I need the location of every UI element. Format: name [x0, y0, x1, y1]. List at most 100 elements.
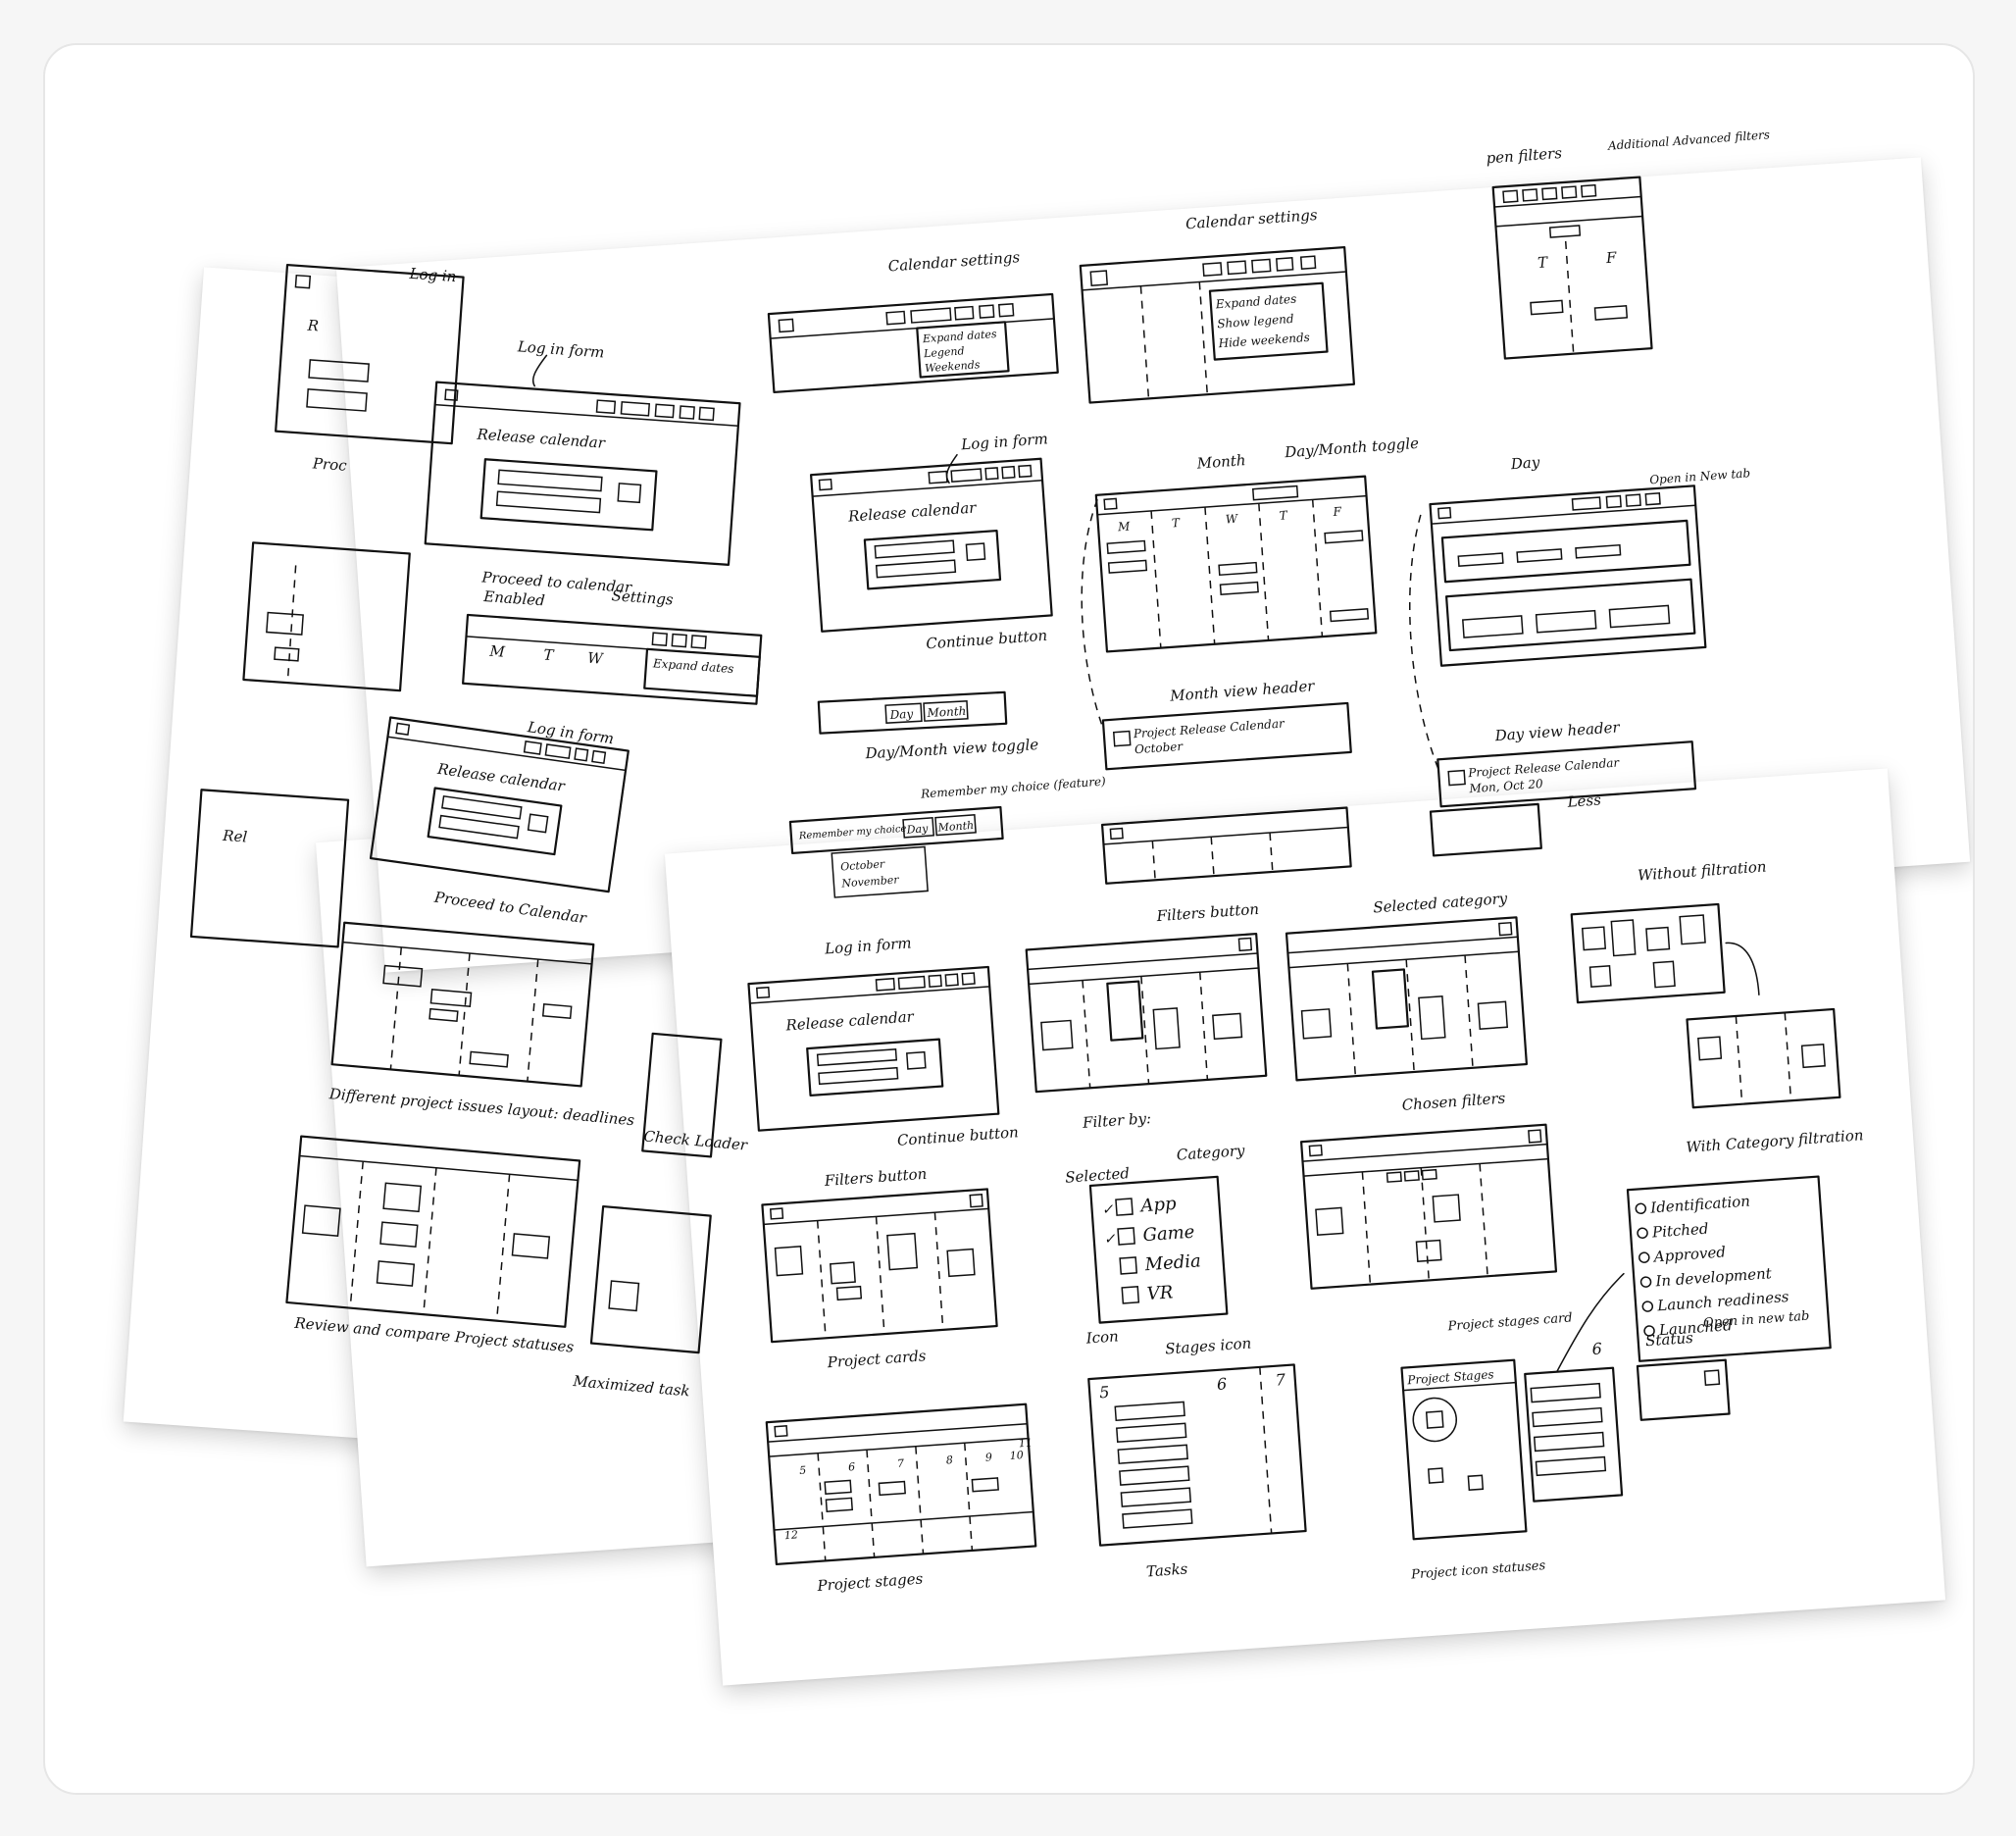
note-settings: Settings — [611, 586, 674, 608]
remember-day[interactable]: Day — [905, 822, 929, 837]
login-b-title: Release calendar — [847, 498, 978, 525]
check-loader-caption: Check Loader — [643, 1127, 749, 1153]
sketch-day-header: Day view header Project Release Calendar… — [1402, 497, 1695, 808]
note-login-d: Log in form — [824, 934, 913, 957]
cal-b-option-2: Show legend — [1217, 312, 1294, 331]
sketch-deadlines-layout: Different project issues layout: deadlin… — [328, 923, 649, 1130]
stages-day-11: 11 — [1018, 1436, 1033, 1450]
svg-text:✓: ✓ — [1101, 1201, 1114, 1218]
settings-small-day-m: M — [488, 642, 506, 661]
note-category: Category — [1176, 1142, 1245, 1164]
month-day-m: M — [1117, 519, 1132, 534]
login-a-title: Release calendar — [476, 426, 606, 452]
login-d-title: Release calendar — [784, 1007, 915, 1034]
day-header-line2: Mon, Oct 20 — [1468, 777, 1543, 795]
settings-small-option: Expand dates — [652, 656, 734, 676]
note-month: Month — [1195, 451, 1246, 472]
note-stages-card: Project stages card — [1446, 1310, 1573, 1334]
note-selected-category: Selected category — [1373, 890, 1508, 917]
sketch-day-view: Day Open in New tab — [1427, 438, 1762, 665]
sketch-chosen-filters: Chosen filters — [1298, 1087, 1556, 1289]
photo-frame: Log in R Proc Rel Log in form Release ca… — [43, 43, 1975, 1795]
login-b-caption: Continue button — [926, 627, 1048, 653]
month-day-t2: T — [1279, 508, 1288, 523]
sketch-calendar-settings-a: Calendar settings Expand dates Legend We… — [765, 246, 1057, 392]
maximized-caption: Maximized task — [572, 1372, 691, 1400]
note-login-b: Log in form — [960, 430, 1049, 453]
sketch-login-left-fragment: Log in R Proc Rel — [191, 253, 464, 952]
category-vr[interactable]: VR — [1146, 1282, 1174, 1304]
remember-month-1: October — [840, 857, 886, 873]
compare-caption: Review and compare Project statuses — [293, 1314, 575, 1356]
note-cal-settings-a: Calendar settings — [887, 248, 1021, 275]
deadlines-caption: Different project issues layout: deadlin… — [328, 1085, 635, 1129]
sketch-remember-choice: Remember my choice (feature) Remember my… — [788, 774, 1113, 899]
remember-month-2: November — [840, 873, 900, 890]
sketch-compare-statuses: Review and compare Project statuses — [284, 1137, 590, 1356]
stages-day-10: 10 — [1009, 1449, 1024, 1462]
svg-text:✓: ✓ — [1103, 1231, 1116, 1248]
note-status: Status — [1645, 1329, 1694, 1350]
toggle-month[interactable]: Month — [926, 704, 966, 720]
month-day-f: F — [1332, 504, 1342, 519]
tasks-caption: Tasks — [1145, 1560, 1188, 1581]
note-open-in-new-tab: Open in new tab — [1703, 1309, 1810, 1332]
note-month-header: Month view header — [1169, 677, 1316, 704]
cal-b-option-3: Hide weekends — [1217, 331, 1310, 351]
sketch-stages-icon: Stages icon 5 6 7 Tasks — [1086, 1332, 1308, 1584]
cal-a-option-3: Weekends — [925, 358, 981, 375]
sketch-toggle: Day Month Day/Month view toggle — [819, 690, 1039, 765]
project-stages-caption: Project stages — [816, 1569, 924, 1595]
status-in-development: In development — [1654, 1264, 1773, 1290]
sketch-filtration: Without filtration With Category filtrat… — [1569, 852, 1864, 1163]
sketch-stages-card: Project stages card Project Stages Proje… — [1392, 1295, 1826, 1583]
sketch-filters-button-b: Filters button Project cards — [760, 1160, 999, 1375]
remember-month[interactable]: Month — [936, 819, 974, 835]
sketch-calendar-settings-b: Calendar settings Expand dates Show lege… — [1078, 204, 1354, 402]
cal-b-option-1: Expand dates — [1214, 292, 1296, 312]
stages-day-5: 5 — [799, 1464, 807, 1477]
note-pen-filters: pen filters — [1486, 144, 1563, 167]
note-stages-icon: Stages icon — [1165, 1334, 1252, 1357]
status-launch-readiness: Launch readiness — [1656, 1288, 1790, 1314]
stages-day-12: 12 — [783, 1528, 798, 1542]
sketch-login-form-b: Log in form Release calendar Continue bu… — [809, 430, 1062, 659]
sketch-login-form-c: Log in form Release calendar Proceed to … — [366, 699, 631, 930]
toggle-day[interactable]: Day — [888, 707, 913, 722]
login-c-caption: Proceed to Calendar — [432, 888, 588, 927]
filters-button-caption: Filter by: — [1082, 1109, 1152, 1132]
sketch-filters-button: Filters button Filter by: — [1024, 900, 1274, 1135]
note-log-in: Log in — [408, 265, 457, 285]
stages-col-6: 6 — [1216, 1374, 1227, 1394]
stages-day-6: 6 — [848, 1460, 856, 1473]
category-media[interactable]: Media — [1143, 1250, 1201, 1275]
note-remember: Remember my choice (feature) — [920, 774, 1107, 800]
note-with-filtration: With Category filtration — [1686, 1126, 1864, 1156]
filters-top-day-f: F — [1604, 248, 1617, 267]
note-day-header: Day view header — [1493, 718, 1621, 744]
note-login-a: Log in form — [516, 337, 605, 361]
month-day-w: W — [1225, 512, 1239, 527]
filters-top-day-t: T — [1537, 253, 1549, 272]
note-enabled: Enabled — [482, 587, 546, 609]
month-header-line1: Project Release Calendar — [1132, 716, 1285, 740]
category-app[interactable]: App — [1138, 1194, 1178, 1217]
stages-day-9: 9 — [984, 1451, 992, 1463]
settings-small-day-t: T — [543, 645, 555, 664]
remember-label: Remember my choice — [798, 824, 907, 842]
fragment-less: Less — [1566, 790, 1602, 810]
note-day-month-toggle: Day/Month toggle — [1284, 434, 1420, 462]
status-pitched: Pitched — [1650, 1220, 1709, 1242]
note-advanced-filters: Additional Advanced filters — [1607, 128, 1771, 153]
stages-day-7: 7 — [897, 1457, 905, 1470]
toggle-caption: Day/Month view toggle — [864, 736, 1039, 762]
stages-card-caption: Project icon statuses — [1410, 1558, 1546, 1583]
wireframe-sketches: Log in R Proc Rel Log in form Release ca… — [45, 45, 1973, 1793]
category-game[interactable]: Game — [1142, 1222, 1195, 1247]
cal-a-option-1: Expand dates — [922, 328, 998, 345]
sketch-week-strip: Less — [1102, 790, 1604, 883]
sketch-login-form-a: Log in form Release calendar Proceed to … — [423, 332, 743, 603]
fragment-rel: Rel — [222, 827, 248, 846]
note-filters-button: Filters button — [1155, 900, 1260, 925]
cal-a-option-2: Legend — [923, 344, 965, 360]
